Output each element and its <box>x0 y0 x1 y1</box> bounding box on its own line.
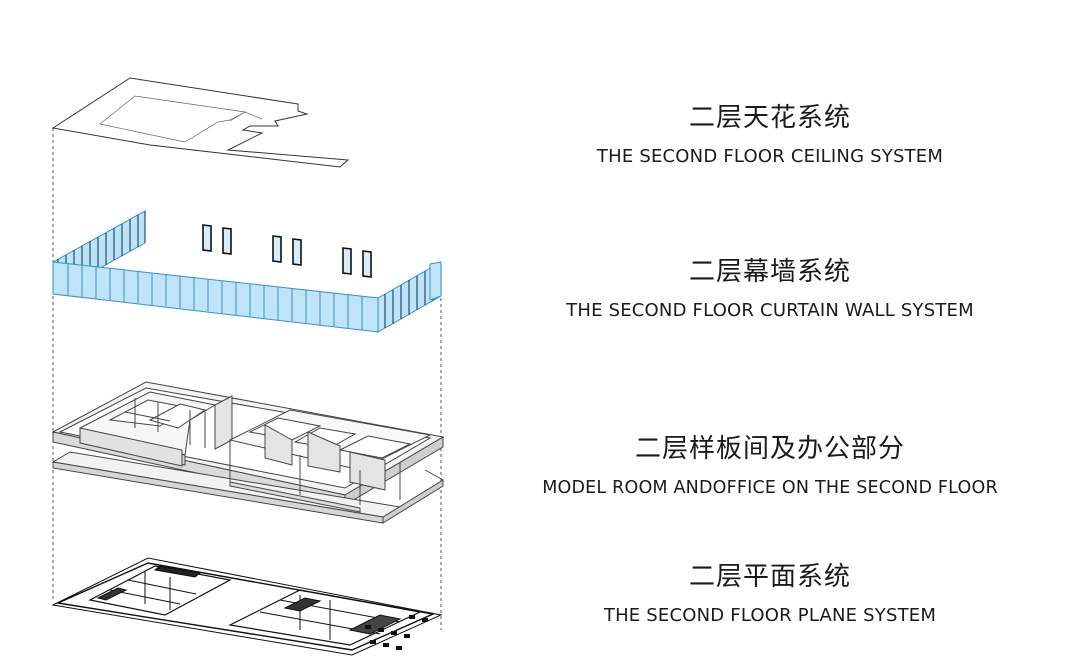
layer-label-model-room: 二层样板间及办公部分 MODEL ROOM ANDOFFICE ON THE S… <box>480 434 1060 499</box>
layer-title-en: THE SECOND FLOOR CURTAIN WALL SYSTEM <box>566 300 974 321</box>
layer-title-cn: 二层幕墙系统 <box>688 257 851 287</box>
alignment-guides <box>52 128 442 630</box>
layer-label-ceiling: 二层天花系统 THE SECOND FLOOR CEILING SYSTEM <box>480 103 1060 168</box>
model-room-layer <box>51 381 445 524</box>
layer-title-en: THE SECOND FLOOR PLANE SYSTEM <box>603 605 937 626</box>
ceiling-layer <box>51 77 350 168</box>
layer-title-en: THE SECOND FLOOR CEILING SYSTEM <box>596 146 944 167</box>
layer-title-cn: 二层样板间及办公部分 <box>634 434 905 464</box>
plane-layer <box>51 557 443 656</box>
layer-title-cn: 二层天花系统 <box>688 103 851 133</box>
curtain-wall-layer <box>52 210 442 333</box>
layer-label-curtain-wall: 二层幕墙系统 THE SECOND FLOOR CURTAIN WALL SYS… <box>480 257 1060 322</box>
layer-label-plane: 二层平面系统 THE SECOND FLOOR PLANE SYSTEM <box>480 562 1060 627</box>
layer-title-en: MODEL ROOM ANDOFFICE ON THE SECOND FLOOR <box>542 478 998 498</box>
layer-title-cn: 二层平面系统 <box>688 562 851 592</box>
